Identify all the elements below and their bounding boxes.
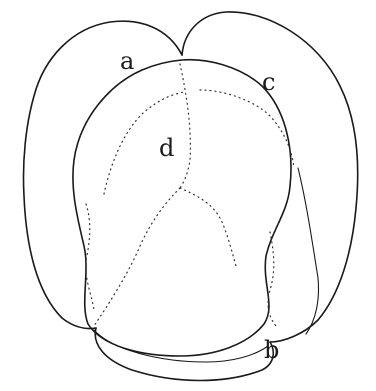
- division-line-left-branch: [94, 188, 180, 326]
- dotted-line-left-groove: [86, 204, 94, 310]
- label-c: c: [262, 68, 275, 96]
- c-inner-contour: [298, 168, 319, 334]
- division-line-right-branch: [180, 188, 236, 266]
- dotted-arc-upper-right: [200, 90, 294, 168]
- label-a: a: [120, 47, 134, 75]
- lower-lobe-outline: [95, 328, 273, 381]
- label-d: d: [159, 134, 174, 162]
- blastomere-d-outline: [73, 60, 291, 356]
- blastomere-a-outline: [23, 21, 182, 328]
- division-line-vertical: [180, 64, 190, 188]
- label-b: b: [264, 336, 279, 364]
